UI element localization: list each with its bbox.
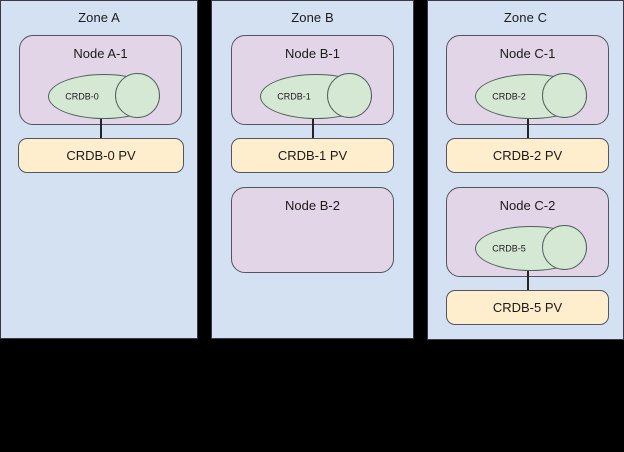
pv-box-crdb-5[interactable]: CRDB-5 PV xyxy=(446,290,609,325)
zone-panel-a[interactable]: Zone A Node A-1 CRDB-0 CRDB-0 PV xyxy=(0,0,198,339)
connector-node-c-1-to-pv xyxy=(527,119,529,139)
database-label-crdb-5: CRDB-5 xyxy=(492,243,526,253)
database-label-crdb-1: CRDB-1 xyxy=(277,91,311,101)
node-box-b-2[interactable]: Node B-2 xyxy=(231,187,394,273)
node-label-b-1: Node B-1 xyxy=(285,46,340,61)
connector-node-c-2-to-pv xyxy=(527,271,529,291)
cylinder-cap xyxy=(115,73,160,118)
node-box-a-1[interactable]: Node A-1 CRDB-0 xyxy=(19,35,182,125)
database-cylinder-crdb-0[interactable]: CRDB-0 xyxy=(48,73,160,119)
pv-label-crdb-0: CRDB-0 PV xyxy=(66,147,136,163)
pv-box-crdb-2[interactable]: CRDB-2 PV xyxy=(446,138,609,173)
zone-label-b: Zone B xyxy=(291,10,334,25)
node-label-c-1: Node C-1 xyxy=(499,46,556,61)
pv-label-crdb-5: CRDB-5 PV xyxy=(492,299,563,315)
database-label-crdb-0: CRDB-0 xyxy=(65,91,99,101)
node-label-b-2: Node B-2 xyxy=(285,198,340,213)
database-cylinder-crdb-1[interactable]: CRDB-1 xyxy=(260,73,372,119)
pv-box-crdb-1[interactable]: CRDB-1 PV xyxy=(231,138,394,173)
zone-label-c: Zone C xyxy=(503,10,548,25)
pv-box-crdb-0[interactable]: CRDB-0 PV xyxy=(18,138,184,173)
cylinder-cap xyxy=(542,225,587,270)
zone-label-a: Zone A xyxy=(78,10,120,25)
zone-panel-b[interactable]: Zone B Node B-1 CRDB-1 CRDB-1 PV Node B-… xyxy=(211,0,414,339)
database-label-crdb-2: CRDB-2 xyxy=(492,91,526,101)
node-label-a-1: Node A-1 xyxy=(73,46,128,61)
zone-panel-c[interactable]: Zone C Node C-1 CRDB-2 CRDB-2 PV Node C-… xyxy=(427,0,624,340)
pv-label-crdb-2: CRDB-2 PV xyxy=(492,147,563,163)
node-box-b-1[interactable]: Node B-1 CRDB-1 xyxy=(231,35,394,125)
database-cylinder-crdb-5[interactable]: CRDB-5 xyxy=(475,225,587,271)
pv-label-crdb-1: CRDB-1 PV xyxy=(277,147,348,163)
node-box-c-1[interactable]: Node C-1 CRDB-2 xyxy=(446,35,609,125)
node-box-c-2[interactable]: Node C-2 CRDB-5 xyxy=(446,187,609,277)
cylinder-cap xyxy=(327,73,372,118)
connector-node-b-1-to-pv xyxy=(312,119,314,139)
connector-node-a-1-to-pv xyxy=(100,119,102,139)
node-label-c-2: Node C-2 xyxy=(499,198,556,213)
database-cylinder-crdb-2[interactable]: CRDB-2 xyxy=(475,73,587,119)
cylinder-cap xyxy=(542,73,587,118)
